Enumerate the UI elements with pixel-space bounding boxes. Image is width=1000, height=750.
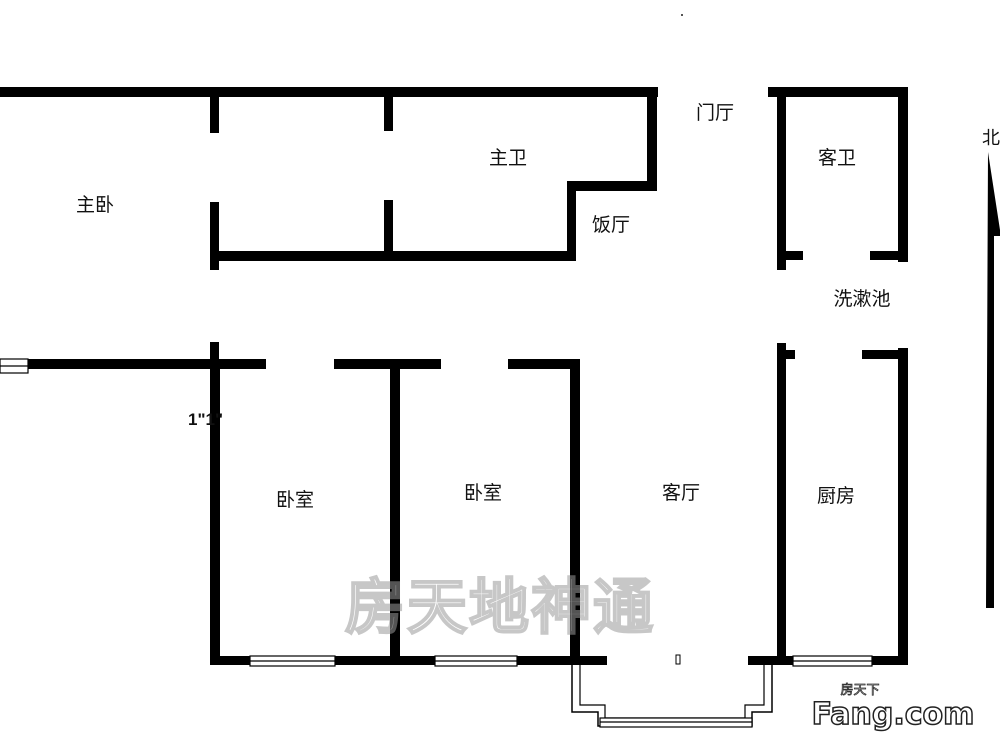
bay-window [571,665,773,728]
window-kitchen [792,655,873,667]
label-master-bedroom: 主卧 [76,194,114,216]
north-arrow: 北 [982,128,1000,608]
wall-bottom-seg4 [748,656,793,665]
wall-bottom-seg3 [517,656,607,665]
wall-corridor-stub [210,342,219,370]
wall-guest-bath-stub-right [870,251,908,260]
wall-top-right [768,87,908,97]
wall-guest-bath-stub-left [777,251,803,260]
wall-corridor-right [508,359,580,369]
door-marker [675,654,681,665]
wall-corridor-left [20,359,266,369]
label-kitchen: 厨房 [817,485,855,507]
watermark-brand: 房天下 Fang.com [811,682,975,733]
label-master-bath: 主卫 [489,147,527,169]
windows [0,358,873,728]
wall-bedroom-divider [390,359,400,665]
wall-kitchen-stub-left [777,350,795,359]
watermark-center: 房天地神通 [345,573,655,643]
label-bedroom-1: 卧室 [276,489,314,511]
wall-bath-step-horizontal [567,181,657,191]
wall-top-left [0,87,658,97]
wall-stub-a-top [210,97,219,133]
window-bedroom2 [434,655,518,667]
room-labels: 主卧 主卫 门厅 客卫 饭厅 洗漱池 卧室 卧室 客厅 厨房 1"1" [76,102,891,511]
wall-bath-right [567,181,576,261]
label-bedroom-2: 卧室 [464,482,502,504]
wall-bedroom1-left [210,359,220,665]
dimension-mark: 1"1" [188,410,223,429]
window-left-edge [0,358,29,374]
wall-bottom-seg2 [335,656,435,665]
wall-bottom-seg5 [872,656,908,665]
wall-kitchen-stub-right [862,350,908,359]
label-dining: 饭厅 [592,214,630,236]
wall-stub-b-bottom [384,200,393,256]
label-living-room: 客厅 [662,482,700,504]
watermark-brand-cn: 房天下 [840,682,879,698]
window-bedroom1 [249,655,336,667]
watermark-brand-en: Fang.com [812,697,975,732]
wall-bottom-seg1 [210,656,250,665]
walls [0,87,908,665]
label-guest-bath: 客卫 [818,147,856,169]
wall-kitchen-left [777,343,786,665]
wall-guest-bath-left [777,87,786,270]
wall-bedroom2-right [570,359,580,665]
wall-corridor-middle [334,359,441,369]
wall-bath-step-vertical [647,87,657,191]
stray-dot [681,14,683,16]
label-foyer: 门厅 [696,102,734,124]
north-arrow-icon [986,152,1000,608]
wall-stub-b-top [384,97,393,131]
wall-right-upper [898,87,908,262]
wall-stub-a-bottom [210,202,219,270]
wall-right-lower [898,348,908,665]
sink-notch [898,290,904,312]
label-wash-basin: 洗漱池 [833,288,890,310]
north-label: 北 [982,128,1000,149]
